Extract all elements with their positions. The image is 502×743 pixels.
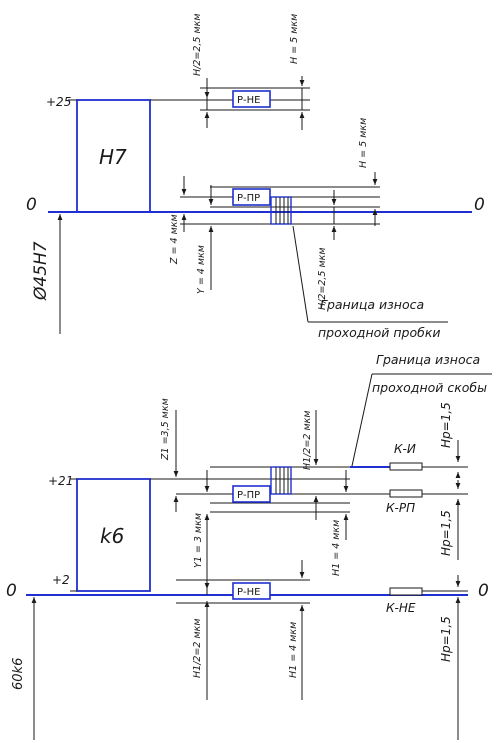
gauge-p-pr-shaft bbox=[232, 485, 271, 503]
dim-y1: Y1 = 3 мкм bbox=[193, 513, 204, 568]
gauge-p-pr-shaft-label: Р-ПР bbox=[237, 490, 260, 501]
gauge-p-pr-hole-label: Р-ПР bbox=[237, 193, 260, 204]
dim-h1-half-top: H1/2=2 мкм bbox=[302, 410, 313, 470]
shaft-upper-deviation: +21 bbox=[48, 474, 73, 488]
dim-y-hole: Y = 4 мкм bbox=[196, 245, 207, 294]
gauge-k-ne-label: К-НЕ bbox=[386, 601, 416, 615]
shaft-basic-size: 60k6 bbox=[11, 658, 26, 690]
gauge-k-ne bbox=[389, 587, 423, 596]
gauge-p-ne-hole bbox=[232, 90, 271, 108]
dim-h-top: H = 5 мкм bbox=[289, 14, 300, 64]
wear-label-shaft-2: проходной скобы bbox=[372, 380, 487, 395]
dim-h-half-bottom: H/2=2,5 мкм bbox=[317, 247, 328, 310]
dim-hp-3: Hp=1,5 bbox=[439, 616, 453, 662]
dim-hp-1: Hp=1,5 bbox=[439, 402, 453, 448]
gauge-p-pr-hole bbox=[232, 188, 271, 206]
gauge-k-i bbox=[389, 462, 423, 471]
dim-z-hole: Z = 4 мкм bbox=[169, 214, 180, 265]
gauge-k-i-label: К-И bbox=[394, 442, 416, 456]
dim-hp-2: Hp=1,5 bbox=[439, 510, 453, 556]
wear-leader-hole bbox=[292, 225, 309, 323]
dim-h1-mid: H1 = 4 мкм bbox=[331, 520, 342, 576]
dim-h1-bottom: H1 = 4 мкм bbox=[288, 622, 299, 678]
hole-diagram: 0 0 H7 +25 Ø45H7 Р-НЕ H/2=2,5 мкм H = 5 … bbox=[26, 13, 485, 340]
dim-h-right: H = 5 мкм bbox=[358, 118, 369, 168]
dim-h-half-top: H/2=2,5 мкм bbox=[192, 13, 203, 76]
gauge-k-rp bbox=[389, 489, 423, 498]
gauge-k-rp-label: К-РП bbox=[386, 501, 415, 515]
zero-label-shaft-left: 0 bbox=[6, 581, 17, 601]
wear-label-hole-2: проходной пробки bbox=[318, 325, 441, 340]
shaft-diagram: 0 0 k6 +21 +2 60k6 Р-ПР Z1 =3,5 мкм bbox=[6, 352, 492, 740]
wear-leader-shaft bbox=[351, 373, 373, 467]
shaft-tolerance-field bbox=[76, 478, 151, 592]
zero-label-right: 0 bbox=[474, 195, 485, 215]
gauge-p-ne-shaft-label: Р-НЕ bbox=[237, 587, 260, 598]
dim-z1: Z1 =3,5 мкм bbox=[160, 398, 171, 461]
hole-basic-size: Ø45H7 bbox=[31, 241, 51, 301]
hole-field-label: H7 bbox=[99, 145, 127, 169]
gauge-p-ne-shaft bbox=[232, 582, 271, 600]
shaft-field-label: k6 bbox=[100, 524, 124, 548]
gauge-p-ne-hole-label: Р-НЕ bbox=[237, 95, 260, 106]
shaft-lower-deviation: +2 bbox=[52, 573, 70, 587]
zero-label-shaft-right: 0 bbox=[478, 581, 489, 601]
hole-tolerance-field bbox=[76, 99, 151, 213]
wear-zone-shaft bbox=[270, 466, 292, 495]
hole-upper-deviation: +25 bbox=[46, 95, 71, 109]
wear-zone-hole bbox=[270, 196, 292, 225]
wear-label-shaft-1: Граница износа bbox=[376, 352, 480, 367]
zero-label-left: 0 bbox=[26, 195, 37, 215]
dim-h1-half-bottom: H1/2=2 мкм bbox=[192, 618, 203, 678]
wear-label-hole-1: Граница износа bbox=[320, 297, 424, 312]
